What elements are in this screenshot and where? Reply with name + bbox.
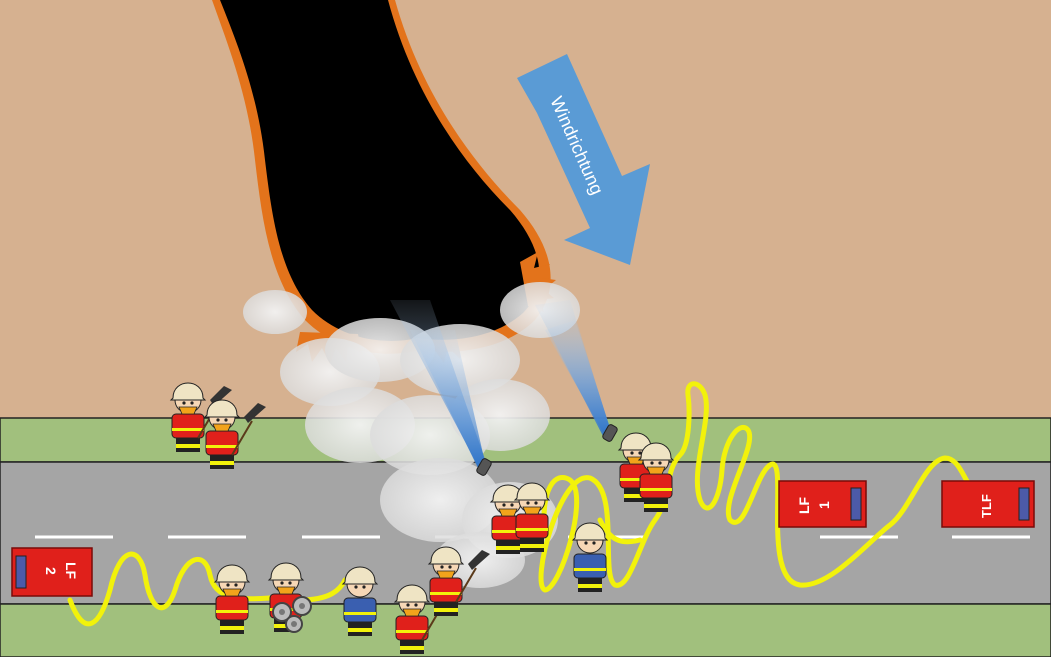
verge-bottom [0,604,1051,657]
vehicle-lf2[interactable]: LF 2 [12,548,92,596]
firefighter [573,523,607,592]
vehicle-lf2-line1: LF [63,562,79,580]
vehicle-tlf[interactable]: TLF [942,481,1034,527]
vehicle-tlf-line1: TLF [979,494,994,518]
vehicle-lf1-line1: LF [796,496,812,514]
vehicle-lf1[interactable]: LF 1 [779,481,866,527]
firefighter [343,567,377,636]
firefighter [215,565,249,634]
vehicle-lf1-line2: 1 [816,501,832,509]
vehicle-lf2-line2: 2 [43,567,59,575]
firefighter [639,443,673,512]
firefighter [515,483,549,552]
